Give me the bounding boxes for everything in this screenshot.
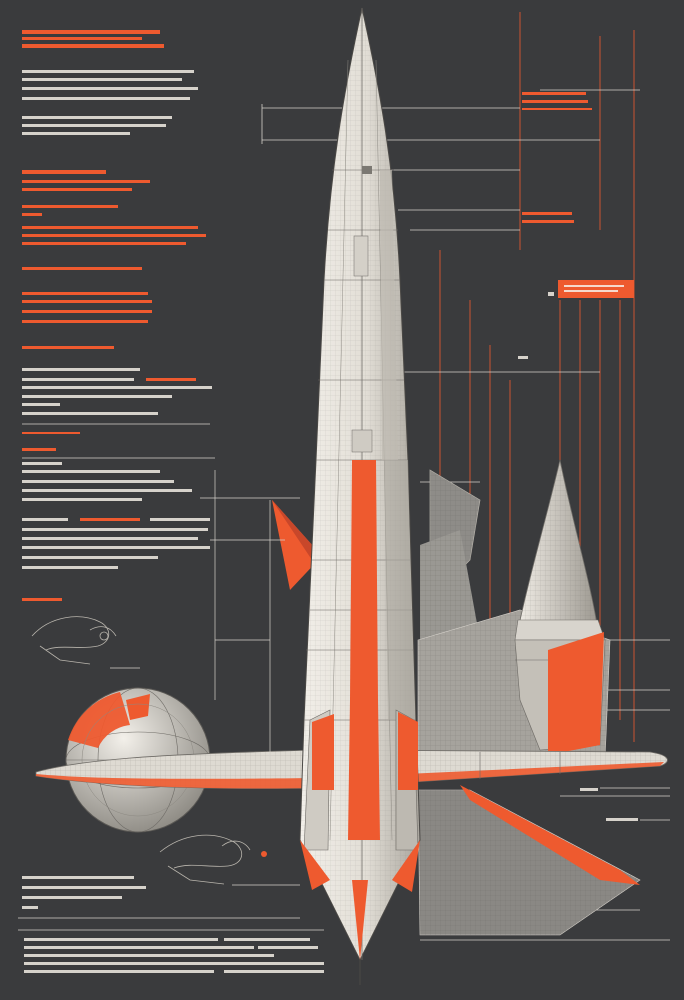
- right-annotation-text: [518, 92, 638, 821]
- lower-left-fin: [300, 840, 330, 890]
- leader-lines: [110, 470, 300, 886]
- lower-right-fin: [392, 840, 420, 892]
- sketch-doodle-upper: [31, 616, 117, 665]
- nozzle-tip: [352, 880, 368, 960]
- highlight-label-box: [558, 280, 634, 298]
- main-rocket: [272, 7, 421, 985]
- secondary-cone-module: [417, 459, 611, 771]
- sketch-doodle-lower: [159, 834, 267, 885]
- lower-tilted-panel: [417, 785, 641, 936]
- upper-left-fin: [272, 500, 322, 590]
- hull-orange-stripe: [350, 460, 378, 700]
- annotation-text-column: [18, 30, 324, 973]
